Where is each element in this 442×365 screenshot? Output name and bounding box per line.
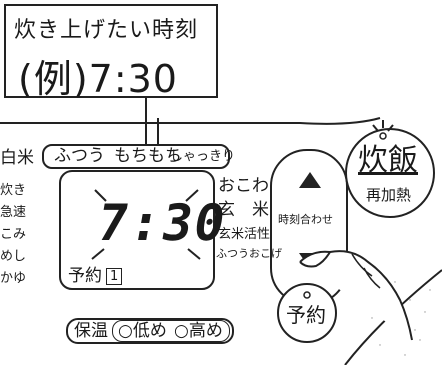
cook-button-label: 炊飯 [358,143,418,178]
cook-glow-icon [372,120,394,132]
keep-warm-high: ○高め [174,321,223,341]
callout-example-time: (例)7:30 [18,57,178,101]
reservation-number: 1 [106,268,123,285]
lcd-display-frame [59,170,215,290]
hand-icon [299,250,413,341]
left-menu-item: かゆ [0,271,27,286]
rice-mode-selector[interactable] [42,144,230,169]
menu-genmai-kassei: 玄米活性 [218,227,271,242]
reservation-indicator: 予約 [68,266,102,286]
blink-marks [91,189,201,260]
left-menu-item: こみ [0,227,27,242]
reheat-label: 再加熱 [366,186,412,204]
time-up-button[interactable] [290,166,330,196]
time-down-button[interactable] [290,246,330,276]
time-adjust-label: 時刻合わせ [278,213,333,226]
rice-mode-shakkiri: しゃっきり [170,149,236,164]
callout-title: 炊き上げたい時刻 [14,18,199,43]
time-callout: 炊き上げたい時刻 (例)7:30 [4,4,218,101]
keep-warm-label: 保温 [74,321,108,341]
rice-mode-prefix: 白米 [0,148,34,168]
menu-futsuu-okoge: ふつうおこげ [216,247,282,260]
left-menu-item: めし [0,249,27,264]
keep-warm-low: ○低め [118,321,167,341]
left-menu-item: 急速 [0,205,27,220]
rice-mode-normal: ふつう [54,146,105,166]
up-arrow-icon [299,172,321,188]
keep-warm-options [112,320,230,342]
left-menu-item: 炊き [0,183,27,198]
rice-mode-mochimochi: もちもち [114,146,182,166]
lcd-time: 7:30 [92,194,232,252]
panel-edge [0,117,381,125]
reserve-button-ring [277,283,337,343]
menu-genmai: 玄 米 [218,200,269,220]
menu-okowa: おこわ [218,176,269,196]
reserve-button-label: 予約 [286,303,326,327]
